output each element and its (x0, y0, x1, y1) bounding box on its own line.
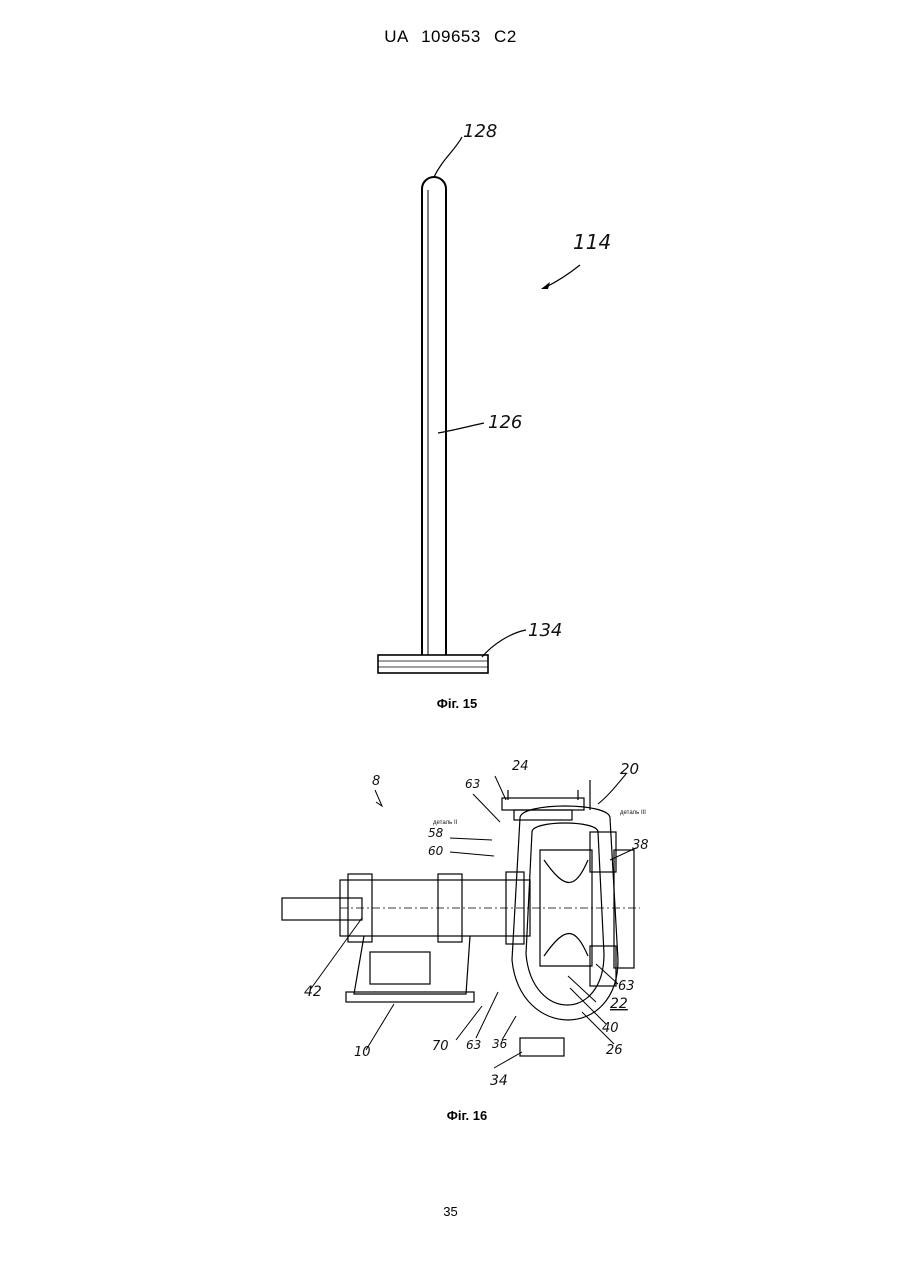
fig15-label-126: 126 (488, 412, 522, 433)
fig16-label-70: 70 (432, 1039, 449, 1054)
fig16-label-40: 40 (602, 1021, 619, 1036)
fig16-label-8: 8 (372, 774, 380, 789)
figure-15-caption: Фіг. 15 (397, 696, 517, 711)
fig16-label-63-right: 63 (618, 979, 635, 994)
figure-15: 128 114 126 134 (330, 105, 630, 695)
fig16-label-detail-iii: деталь III (620, 810, 646, 816)
fig16-label-20: 20 (620, 760, 639, 778)
fig16-label-22: 22 (610, 996, 628, 1012)
fig16-label-38: 38 (632, 838, 649, 853)
fig16-label-26: 26 (606, 1043, 623, 1058)
figure-16-caption: Фіг. 16 (407, 1108, 527, 1123)
patent-header: UA 109653 C2 (0, 27, 901, 47)
figure-16: 8 63 24 20 деталь II деталь III 58 60 38… (270, 740, 670, 1100)
fig16-label-58: 58 (428, 826, 444, 840)
fig16-label-34: 34 (490, 1073, 508, 1089)
fig15-label-134: 134 (528, 620, 562, 641)
fig16-label-63-bottom: 63 (466, 1038, 481, 1052)
fig16-label-36: 36 (492, 1037, 508, 1051)
fig15-label-114: 114 (573, 230, 611, 254)
fig16-label-42: 42 (304, 984, 322, 1000)
fig16-label-63-top: 63 (465, 777, 480, 791)
fig16-label-24: 24 (512, 759, 529, 774)
fig16-label-10: 10 (354, 1045, 371, 1060)
page-number: 35 (0, 1204, 901, 1219)
figure-15-drawing: 128 114 126 134 (330, 105, 630, 695)
fig16-label-60: 60 (428, 844, 444, 858)
figure-16-drawing: 8 63 24 20 деталь II деталь III 58 60 38… (270, 740, 670, 1100)
fig15-label-128: 128 (463, 121, 497, 142)
